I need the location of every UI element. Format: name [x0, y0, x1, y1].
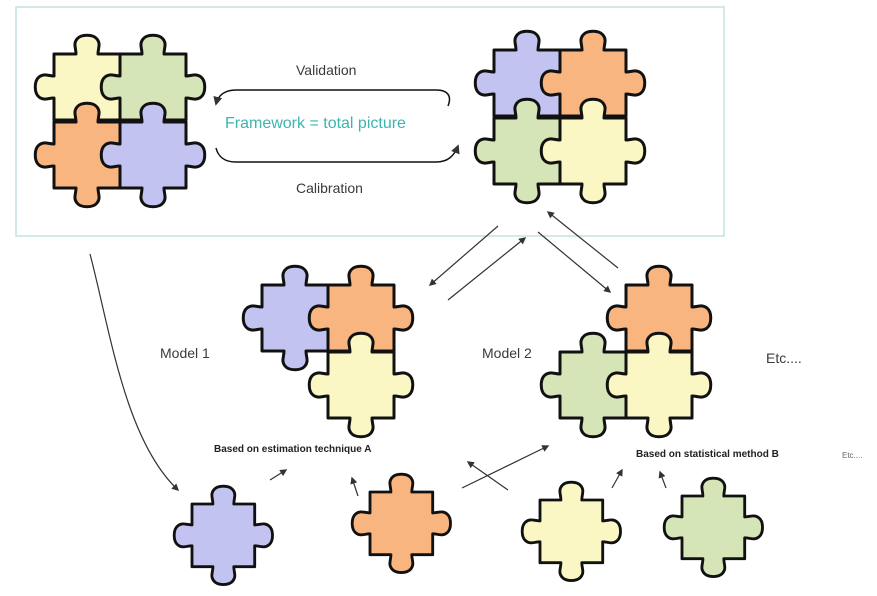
arrow-small-4 [658, 470, 667, 489]
validation-arrow [213, 89, 451, 107]
framework-label: Framework = total picture [225, 115, 406, 132]
arrow-small-2 [350, 476, 359, 497]
arrow-framework-to-piece [89, 253, 180, 491]
small-arrows [269, 445, 667, 497]
etc-small-label: Etc.... [842, 451, 863, 460]
model-link-arrows [428, 211, 619, 301]
loose-pieces [172, 472, 764, 586]
arrow-small-1 [269, 469, 288, 481]
model-2-label: Model 2 [482, 345, 532, 361]
model-1-label: Model 1 [160, 345, 210, 361]
technique-a-label: Based on estimation technique A [214, 444, 372, 455]
arrow-cross-1 [461, 445, 550, 489]
arrow-from-model-2 [546, 211, 619, 269]
puzzle-piece-green-loose [662, 476, 764, 578]
validation-calibration-loop [213, 89, 460, 163]
arrow-to-model-2 [537, 231, 612, 293]
puzzle-piece-orange-loose [350, 472, 452, 574]
framework-box [15, 6, 725, 237]
puzzle-piece-yellow-loose [520, 480, 622, 582]
puzzle-cluster-model-1 [241, 264, 415, 439]
puzzle-piece-yellow [605, 331, 713, 439]
etc-models-label: Etc.... [766, 350, 802, 366]
calibration-label: Calibration [296, 180, 363, 196]
puzzle-cluster-top-right [473, 29, 647, 205]
arrow-from-model-1 [447, 237, 527, 301]
arrow-cross-2 [466, 461, 509, 491]
method-b-label: Based on statistical method B [636, 449, 779, 460]
arrow-small-3 [611, 468, 623, 489]
calibration-arrow [215, 144, 460, 163]
puzzle-cluster-model-2 [539, 264, 713, 439]
puzzle-piece-purple-loose [172, 484, 274, 586]
validation-label: Validation [296, 62, 357, 78]
arrow-to-model-1 [428, 225, 499, 286]
puzzle-cluster-top-left [33, 33, 207, 209]
